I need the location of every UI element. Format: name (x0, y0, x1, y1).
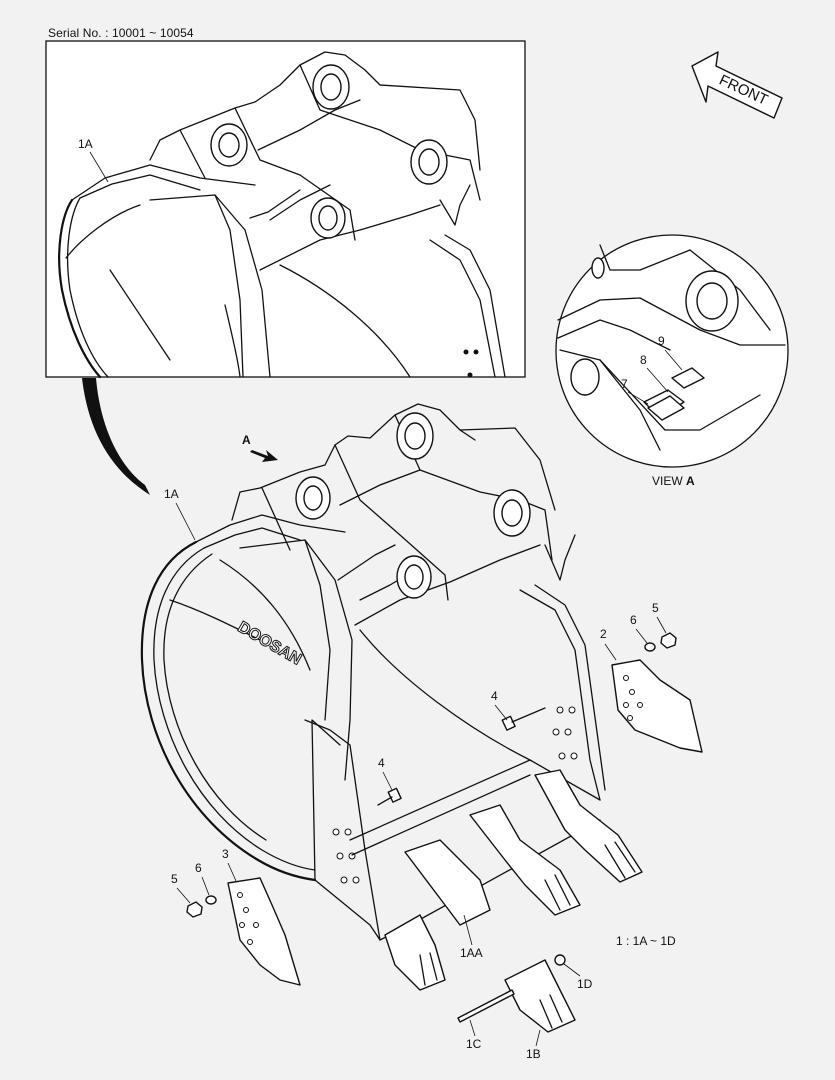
view-a-arrow-letter: A (242, 433, 251, 447)
view-a-direction-arrow (250, 450, 278, 462)
callout-2: 2 (600, 627, 607, 641)
callout-8: 8 (640, 353, 647, 367)
serial-number-header: Serial No. : 10001 ~ 10054 (48, 26, 194, 40)
callout-7: 7 (621, 377, 628, 391)
detail-transfer-arrow (82, 378, 150, 495)
bucket-teeth (384, 769, 643, 1033)
callout-1a-inset: 1A (78, 137, 93, 151)
callout-4-right: 4 (491, 689, 498, 703)
callout-1c: 1C (466, 1037, 482, 1051)
callout-5-right: 5 (652, 601, 659, 615)
view-a-detail (555, 234, 789, 468)
callout-6-left: 6 (195, 861, 202, 875)
callout-6-right: 6 (630, 613, 637, 627)
inset-detail (45, 40, 526, 379)
callout-1a-main: 1A (164, 487, 179, 501)
callout-1b: 1B (526, 1047, 541, 1061)
callout-1aa: 1AA (460, 946, 483, 960)
view-a-caption: VIEW A (652, 474, 695, 488)
callout-4-left: 4 (378, 756, 385, 770)
fasteners (186, 632, 677, 918)
callout-1d: 1D (577, 977, 593, 991)
callout-9: 9 (658, 334, 665, 348)
front-direction-arrow: FRONT (691, 51, 783, 119)
assembly-note: 1 : 1A ~ 1D (616, 934, 676, 948)
side-cutters (227, 659, 703, 986)
callout-5-left: 5 (171, 872, 178, 886)
callout-3: 3 (222, 847, 229, 861)
bucket-logo: DOOSAN (235, 619, 304, 669)
